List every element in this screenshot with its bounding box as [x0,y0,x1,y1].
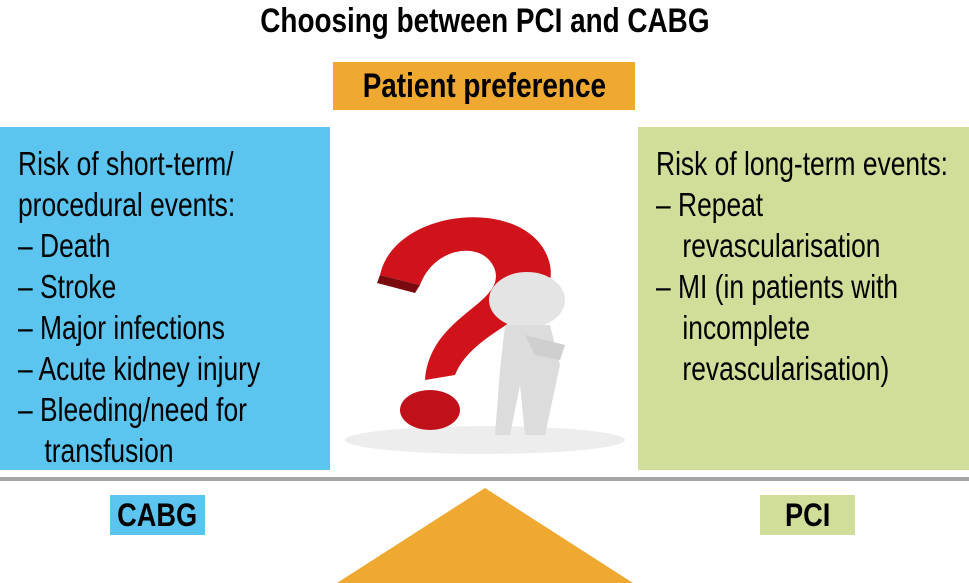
risk-list-item: incomplete [682,309,811,346]
risk-list-item: – MI (in patients with [656,268,899,305]
risk-list-item: – Bleeding/need for [18,391,247,428]
risk-list-item: revascularisation [682,227,881,264]
patient-preference-box: Patient preference [333,62,635,110]
panel-heading: procedural events: [18,186,236,223]
pci-label: PCI [760,495,855,535]
risk-list-item: – Death [18,227,111,264]
question-mark-person-icon [345,217,625,454]
pci-risk-panel: Risk of long-term events: – Repeat revascu… [638,127,969,470]
fulcrum-triangle [337,488,633,583]
panel-heading: Risk of long-term events: [656,145,948,182]
risk-list-item: – Acute kidney injury [18,350,261,387]
risk-list-item: revascularisation) [682,350,890,387]
risk-list-item: – Major infections [18,309,225,346]
balance-beam [0,477,969,481]
cabg-risk-panel: Risk of short-term/procedural events: – D… [0,127,330,470]
risk-list-item: – Repeat [656,186,764,223]
risk-list-item: – Stroke [18,268,117,305]
diagram-title: Choosing between PCI and CABG [259,2,710,40]
risk-list-item: transfusion [44,432,174,469]
panel-heading: Risk of short-term/ [18,145,234,182]
cabg-label: CABG [110,495,205,535]
